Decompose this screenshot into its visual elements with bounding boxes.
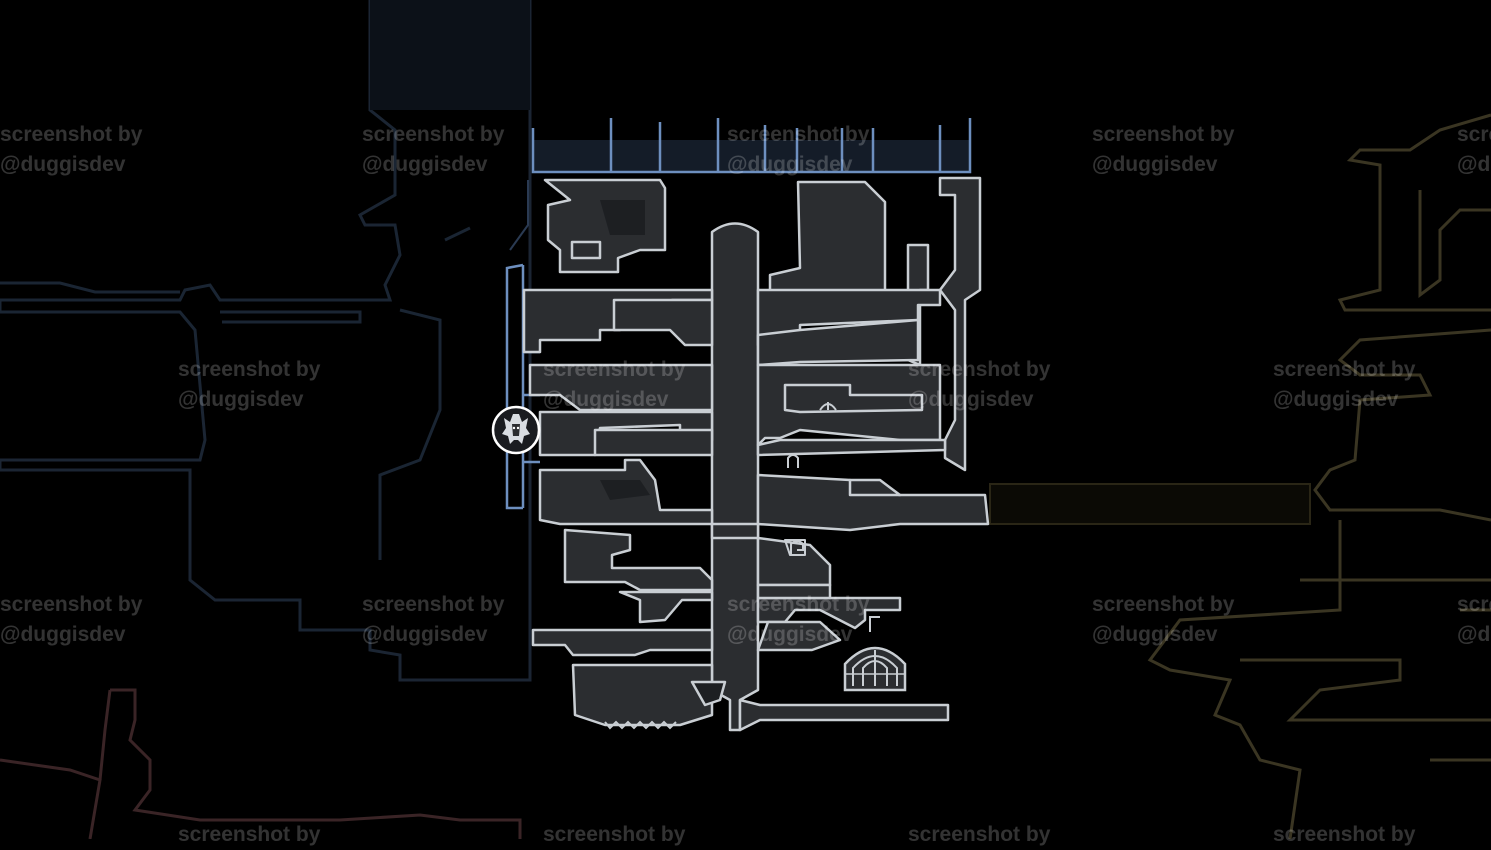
right-region [1147,113,1491,839]
bottom-left-region [0,688,522,839]
top-shafts [505,118,972,510]
player-location-icon[interactable] [491,405,541,455]
left-region [0,0,532,682]
main-area [522,176,990,732]
area-crest-icon [843,616,907,692]
bench-icon [790,540,804,556]
left-shaft [370,0,530,110]
right-corridor [989,483,1311,525]
map-details [604,402,837,730]
